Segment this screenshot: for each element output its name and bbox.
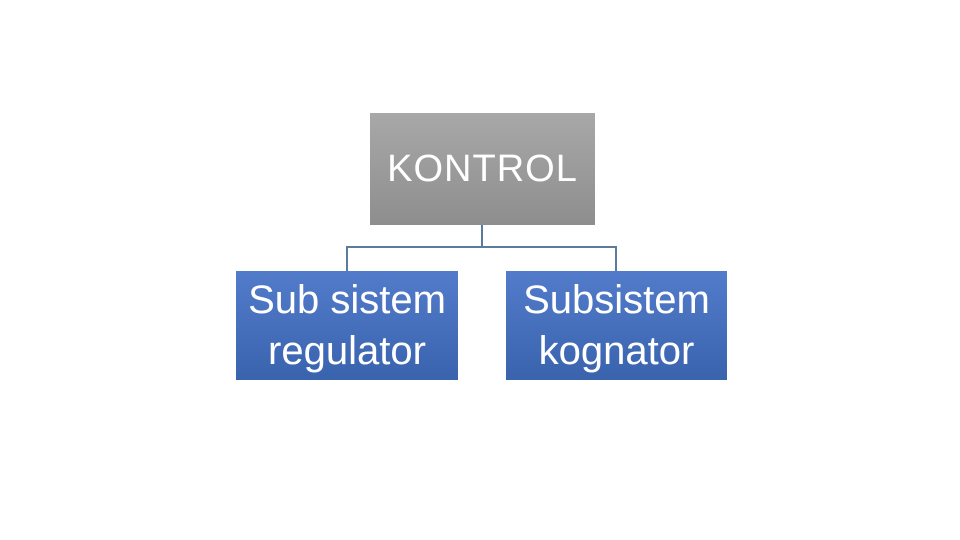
node-kontrol-label: KONTROL	[387, 147, 578, 190]
node-subsistem-regulator-label: Sub sistem regulator	[248, 275, 446, 377]
label-line: regulator	[268, 328, 426, 373]
node-subsistem-kognator-label: Subsistem kognator	[523, 275, 710, 377]
connector-drop-left	[346, 246, 348, 271]
connector-drop-right	[615, 246, 617, 271]
node-subsistem-regulator: Sub sistem regulator	[236, 271, 458, 380]
connector-horizontal-bar	[346, 246, 617, 248]
label-line: Subsistem	[523, 277, 710, 322]
connector-root-stub	[481, 225, 483, 247]
label-line: Sub sistem	[248, 277, 446, 322]
node-subsistem-kognator: Subsistem kognator	[506, 271, 727, 380]
label-line: kognator	[538, 328, 695, 373]
node-kontrol: KONTROL	[370, 113, 595, 225]
